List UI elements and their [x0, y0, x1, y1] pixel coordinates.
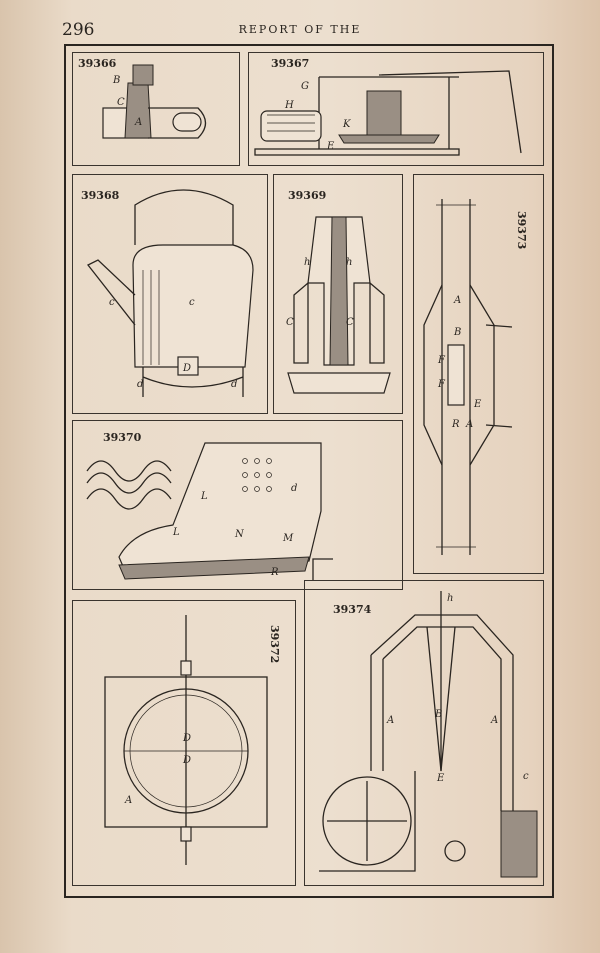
figure-label: d: [291, 483, 297, 494]
figure-panel-39373: 39373 A B F F R A E: [413, 174, 544, 574]
figure-label: c: [189, 297, 195, 308]
figure-drawing-hopper: h B A A E c: [319, 591, 538, 878]
figure-drawing-machine: G H K E: [254, 70, 522, 156]
figure-drawing-clamp: B C A: [102, 64, 207, 139]
page-number: 296: [62, 20, 95, 40]
figure-label: E: [436, 773, 445, 784]
figure-number: 39374: [333, 603, 372, 616]
figure-label: G: [301, 81, 309, 92]
figure-label: A: [465, 419, 473, 430]
figure-label: F: [437, 355, 446, 366]
figure-label: c: [109, 297, 115, 308]
running-header: REPORT OF THE: [238, 23, 362, 36]
figure-number: 39366: [78, 57, 117, 70]
figure-label: A: [386, 715, 394, 726]
figure-label: L: [200, 491, 208, 502]
figure-label: C: [346, 317, 354, 328]
figure-label: A: [124, 795, 132, 806]
figure-label: D: [182, 363, 191, 374]
figure-number: 39367: [271, 57, 310, 70]
figure-drawing-spindle: h h C C: [286, 216, 391, 394]
figure-label: M: [282, 533, 294, 544]
figure-panel-39368: 39368 c c D d d: [72, 174, 268, 414]
figure-label: N: [234, 529, 245, 540]
figure-panel-39370: 39370 d L L N M R: [72, 420, 403, 590]
figure-label: L: [172, 527, 180, 538]
figure-label: h: [447, 593, 453, 604]
figure-label: H: [284, 100, 294, 111]
figure-panel-39366: 39366 B C A: [72, 52, 240, 166]
figure-label: E: [326, 141, 335, 152]
figure-label: B: [434, 709, 442, 720]
figure-label: A: [453, 295, 461, 306]
figure-label: R: [270, 567, 279, 578]
figure-label: h: [346, 257, 352, 268]
figure-label: E: [473, 399, 482, 410]
figure-number: 39369: [288, 189, 327, 202]
figure-panel-39369: 39369 h h C C: [273, 174, 403, 414]
figure-label: F: [437, 379, 446, 390]
figure-label: h: [304, 257, 310, 268]
figure-label: B: [453, 327, 461, 338]
figure-number: 39370: [103, 431, 142, 444]
figure-number: 39368: [81, 189, 120, 202]
figure-label: d: [231, 379, 237, 390]
figure-panel-39374: 39374 h B A A E c: [304, 580, 544, 886]
figure-label: K: [342, 119, 351, 130]
figure-drawing-circular-frame: D D A: [104, 615, 268, 865]
figure-label: B: [112, 75, 120, 86]
figure-label: D: [182, 733, 191, 744]
figure-drawing-boot: d L L N M R: [86, 442, 333, 581]
figure-panel-39367: 39367 G H K E: [248, 52, 544, 166]
figure-label: D: [182, 755, 191, 766]
figure-label: A: [490, 715, 498, 726]
figure-panel-39372: 39372 D D A: [72, 600, 296, 886]
plate-frame: [64, 44, 554, 898]
figure-label: C: [286, 317, 294, 328]
figure-label: d: [137, 379, 143, 390]
figure-drawing-kettle: c c D d d: [86, 189, 254, 397]
figure-label: R: [451, 419, 460, 430]
figure-label: A: [134, 117, 142, 128]
figure-label: c: [523, 771, 529, 782]
figure-label: C: [117, 97, 125, 108]
figure-drawing-vertical-mechanism: A B F F R A E: [423, 199, 513, 555]
